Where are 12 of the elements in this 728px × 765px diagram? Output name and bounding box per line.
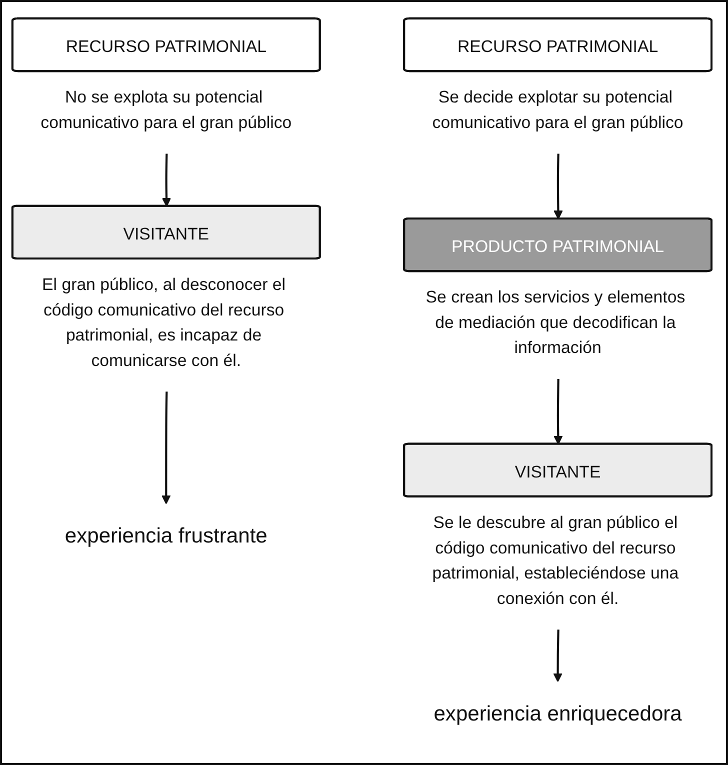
node-text: experiencia enriquecedora — [434, 702, 682, 726]
arrow — [554, 153, 563, 220]
node-label: El gran público, al desconocer el código comunicativo del recurso patrimonial, es incapaz de comunicarse con él. — [42, 276, 286, 370]
node-text: experiencia frustrante — [64, 524, 268, 548]
arrow — [162, 153, 172, 207]
arrow — [553, 629, 562, 682]
arrow — [554, 378, 563, 444]
node-label: Se decide explotar su potencial comunicativo para el gran público — [432, 88, 684, 132]
arrow — [162, 391, 171, 504]
node-label: Se crean los servicios y elementos de mediación que decodifican la información — [426, 288, 686, 358]
node-label: Se le descubre al gran público el código comunicativo del recurso patrimonial, estableciéndose una conexión con él. — [432, 514, 679, 608]
node-label: No se explota su potencial comunicativo para el gran público — [40, 88, 292, 132]
